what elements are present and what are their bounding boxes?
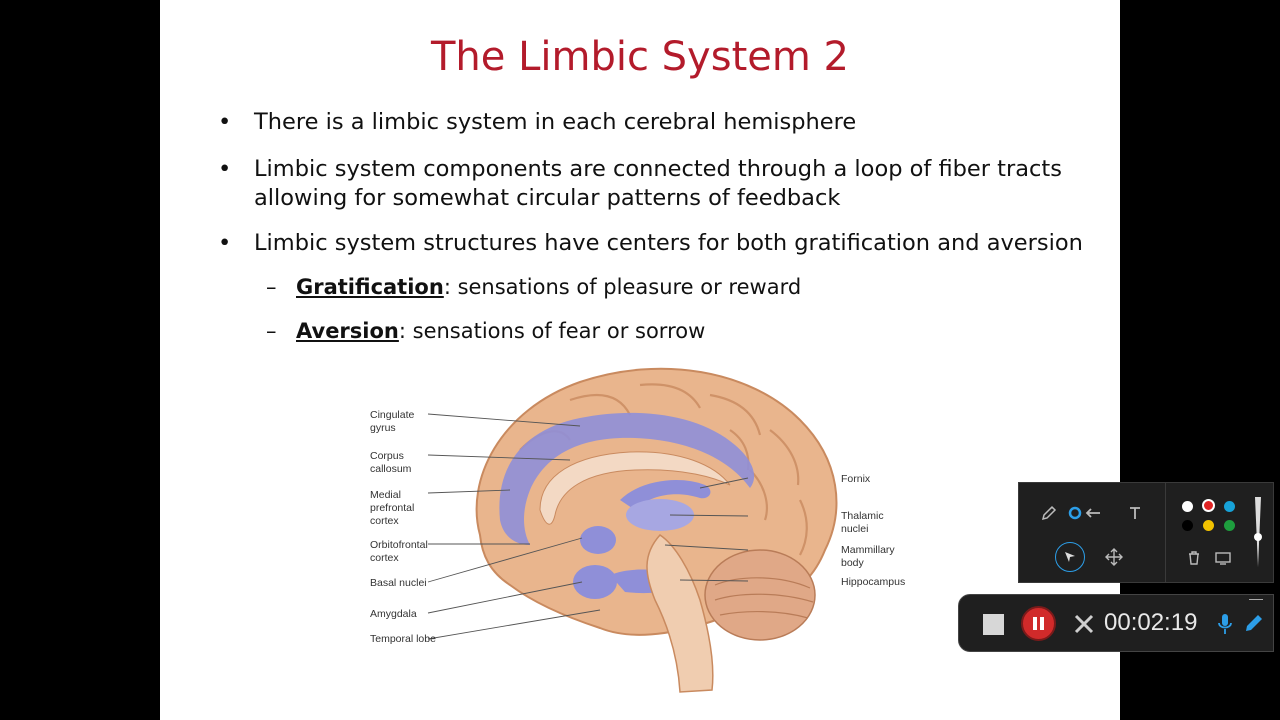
leader-lines xyxy=(427,413,749,640)
annotation-toolbar xyxy=(1018,482,1274,583)
dash-glyph: – xyxy=(266,275,277,299)
recording-timer: 00:02:19 xyxy=(1104,609,1198,636)
sub-bullet-item: – Aversion: sensations of fear or sorrow xyxy=(218,317,1098,346)
close-icon[interactable] xyxy=(1072,612,1096,636)
slide: The Limbic System 2 • There is a limbic … xyxy=(160,0,1120,720)
term-definition: : sensations of pleasure or reward xyxy=(443,275,802,299)
label-amygdala: Amygdala xyxy=(370,608,417,620)
arrow-icon[interactable] xyxy=(1080,500,1106,526)
bullet-glyph: • xyxy=(218,230,232,256)
color-swatch-white[interactable] xyxy=(1182,501,1193,512)
label-orbitofrontal-cortex: Orbitofrontal cortex xyxy=(370,539,431,564)
term-aversion: Aversion xyxy=(296,319,399,343)
color-swatch-black[interactable] xyxy=(1182,520,1193,531)
thalamus xyxy=(626,499,694,531)
label-temporal-lobe: Temporal lobe xyxy=(370,633,436,645)
recording-bar: 00:02:19 xyxy=(958,594,1274,652)
stop-icon[interactable] xyxy=(983,614,1004,635)
minimize-icon[interactable] xyxy=(1249,599,1263,604)
trash-icon[interactable] xyxy=(1181,545,1207,571)
cingulate-gyrus xyxy=(499,412,755,545)
bullet-text: Limbic system components are connected t… xyxy=(254,156,1062,182)
term-gratification: Gratification xyxy=(296,275,444,299)
label-cingulate-gyrus: Cingulate gyrus xyxy=(370,409,417,434)
color-swatch-green[interactable] xyxy=(1224,520,1235,531)
slide-title: The Limbic System 2 xyxy=(430,34,849,80)
label-mammillary-body: Mammillary body xyxy=(841,544,898,569)
pointer-icon[interactable] xyxy=(1055,542,1085,572)
bullet-item: • Limbic system structures have centers … xyxy=(218,229,1098,258)
bullet-glyph: • xyxy=(218,156,232,182)
pen-icon[interactable] xyxy=(1036,500,1062,526)
bullet-list: • There is a limbic system in each cereb… xyxy=(218,108,1098,361)
pencil-icon[interactable] xyxy=(1243,612,1265,636)
corpus-callosum xyxy=(539,451,731,525)
dash-glyph: – xyxy=(266,319,277,343)
bullet-item: • There is a limbic system in each cereb… xyxy=(218,108,1098,137)
brain-diagram: Cingulate gyrus Corpus callosum Medial p… xyxy=(370,367,905,693)
microphone-icon[interactable] xyxy=(1215,612,1235,636)
cerebellum xyxy=(704,549,816,641)
bullet-text: Limbic system structures have centers fo… xyxy=(254,230,1083,256)
label-medial-prefrontal-cortex: Medial prefrontal cortex xyxy=(370,489,417,527)
label-thalamic-nuclei: Thalamic nuclei xyxy=(841,510,887,535)
label-fornix: Fornix xyxy=(841,473,871,485)
brainstem xyxy=(646,534,714,693)
color-swatch-yellow[interactable] xyxy=(1203,520,1214,531)
amygdala xyxy=(573,565,617,599)
basal-nuclei xyxy=(580,526,616,554)
highlighter-icon[interactable] xyxy=(1062,500,1088,526)
text-icon[interactable] xyxy=(1122,500,1148,526)
sub-bullet-item: – Gratification: sensations of pleasure … xyxy=(218,273,1098,302)
cerebellum-folds xyxy=(714,577,814,619)
bullet-glyph: • xyxy=(218,109,232,135)
label-basal-nuclei: Basal nuclei xyxy=(370,577,427,589)
toolbar-separator xyxy=(1165,483,1166,583)
color-swatch-red[interactable] xyxy=(1202,499,1215,512)
bullet-text: allowing for somewhat circular patterns … xyxy=(254,185,841,211)
color-swatch-blue[interactable] xyxy=(1224,501,1235,512)
bullet-text: There is a limbic system in each cerebra… xyxy=(254,109,857,135)
label-corpus-callosum: Corpus callosum xyxy=(370,450,412,475)
label-hippocampus: Hippocampus xyxy=(841,576,905,588)
term-definition: : sensations of fear or sorrow xyxy=(398,319,706,343)
move-icon[interactable] xyxy=(1101,544,1127,570)
bullet-item: • Limbic system components are connected… xyxy=(218,155,1098,213)
whiteboard-icon[interactable] xyxy=(1210,545,1236,571)
pause-icon[interactable] xyxy=(1021,606,1056,641)
stroke-size-slider[interactable] xyxy=(1253,497,1262,569)
